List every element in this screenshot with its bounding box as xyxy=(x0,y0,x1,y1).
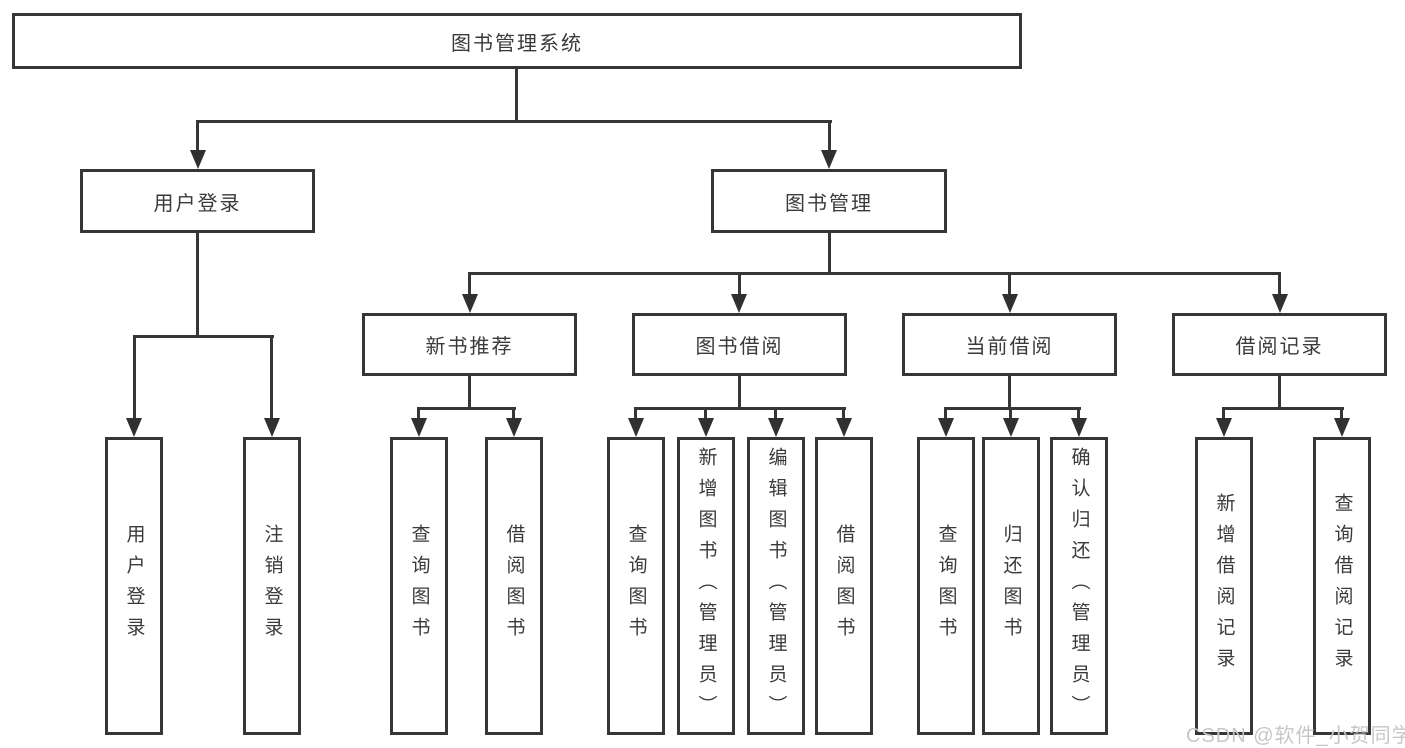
arrow-down-icon xyxy=(768,418,784,437)
arrow-down-icon xyxy=(1002,294,1018,313)
node-new-book-recommend: 新书推荐 xyxy=(362,313,577,376)
edge-to-borrow-record xyxy=(1278,272,1281,294)
edge-leaf-drop xyxy=(1222,407,1225,418)
arrow-down-icon xyxy=(821,150,837,169)
node-borrow-record: 借阅记录 xyxy=(1172,313,1387,376)
edge-book-borrow-trunk xyxy=(738,376,741,407)
edge-to-new-book xyxy=(468,272,471,294)
csdn-watermark: CSDN @软件_小贺同学 xyxy=(1186,725,1405,747)
arrow-down-icon xyxy=(1071,418,1087,437)
edge-leaf-drop xyxy=(1077,407,1080,418)
node-current-borrow: 当前借阅 xyxy=(902,313,1117,376)
arrow-down-icon xyxy=(264,418,280,437)
node-user-login: 用户登录 xyxy=(80,169,315,233)
edge-current-borrow-trunk xyxy=(1008,376,1011,407)
edge-new-book-bar xyxy=(417,407,516,410)
leaf-query-book-1: 查询图书 xyxy=(390,437,448,735)
arrow-down-icon xyxy=(411,418,427,437)
node-book-borrow: 图书借阅 xyxy=(632,313,847,376)
leaf-add-book-admin: 新增图书（管理员） xyxy=(677,437,735,735)
edge-borrow-record-bar xyxy=(1222,407,1344,410)
leaf-borrow-book-2: 借阅图书 xyxy=(815,437,873,735)
edge-leaf-drop xyxy=(1340,407,1343,418)
edge-leaf-drop xyxy=(634,407,637,418)
edge-book-manage-trunk xyxy=(828,233,831,272)
arrow-down-icon xyxy=(628,418,644,437)
edge-current-borrow-bar xyxy=(944,407,1081,410)
leaf-borrow-book-1: 借阅图书 xyxy=(485,437,543,735)
edge-leaf-drop xyxy=(417,407,420,418)
leaf-query-book-3: 查询图书 xyxy=(917,437,975,735)
leaf-user-login: 用户登录 xyxy=(105,437,163,735)
arrow-down-icon xyxy=(1216,418,1232,437)
edge-leaf-drop xyxy=(704,407,707,418)
arrow-down-icon xyxy=(126,418,142,437)
edge-to-current-borrow xyxy=(1008,272,1011,294)
arrow-down-icon xyxy=(462,294,478,313)
arrow-down-icon xyxy=(1334,418,1350,437)
node-book-manage: 图书管理 xyxy=(711,169,947,233)
leaf-query-book-2: 查询图书 xyxy=(607,437,665,735)
edge-to-leaf-user-login xyxy=(133,335,136,418)
edge-book-borrow-bar xyxy=(634,407,846,410)
node-root-system: 图书管理系统 xyxy=(12,13,1022,69)
edge-leaf-drop xyxy=(944,407,947,418)
arrow-down-icon xyxy=(731,294,747,313)
edge-to-book-borrow xyxy=(738,272,741,294)
leaf-logout: 注销登录 xyxy=(243,437,301,735)
edge-leaf-drop xyxy=(774,407,777,418)
edge-level3-bar xyxy=(468,272,1281,275)
leaf-edit-book-admin: 编辑图书（管理员） xyxy=(747,437,805,735)
leaf-add-borrow-record: 新增借阅记录 xyxy=(1195,437,1253,735)
arrow-down-icon xyxy=(698,418,714,437)
edge-user-login-trunk xyxy=(196,233,199,335)
arrow-down-icon xyxy=(190,150,206,169)
edge-new-book-trunk xyxy=(468,376,471,407)
edge-leaf-drop xyxy=(512,407,515,418)
edge-leaf-drop xyxy=(1009,407,1012,418)
edge-to-book-manage xyxy=(828,120,831,150)
arrow-down-icon xyxy=(1272,294,1288,313)
leaf-return-book: 归还图书 xyxy=(982,437,1040,735)
edge-borrow-record-trunk xyxy=(1278,376,1281,407)
arrow-down-icon xyxy=(938,418,954,437)
edge-to-leaf-logout xyxy=(270,335,273,418)
leaf-confirm-return-admin: 确认归还（管理员） xyxy=(1050,437,1108,735)
edge-root-trunk xyxy=(515,69,518,120)
arrow-down-icon xyxy=(506,418,522,437)
leaf-query-borrow-record: 查询借阅记录 xyxy=(1313,437,1371,735)
arrow-down-icon xyxy=(1003,418,1019,437)
edge-leaf-drop xyxy=(842,407,845,418)
edge-to-user-login xyxy=(196,120,199,150)
arrow-down-icon xyxy=(836,418,852,437)
edge-user-login-bar xyxy=(133,335,274,338)
edge-level2-bar xyxy=(197,120,832,123)
